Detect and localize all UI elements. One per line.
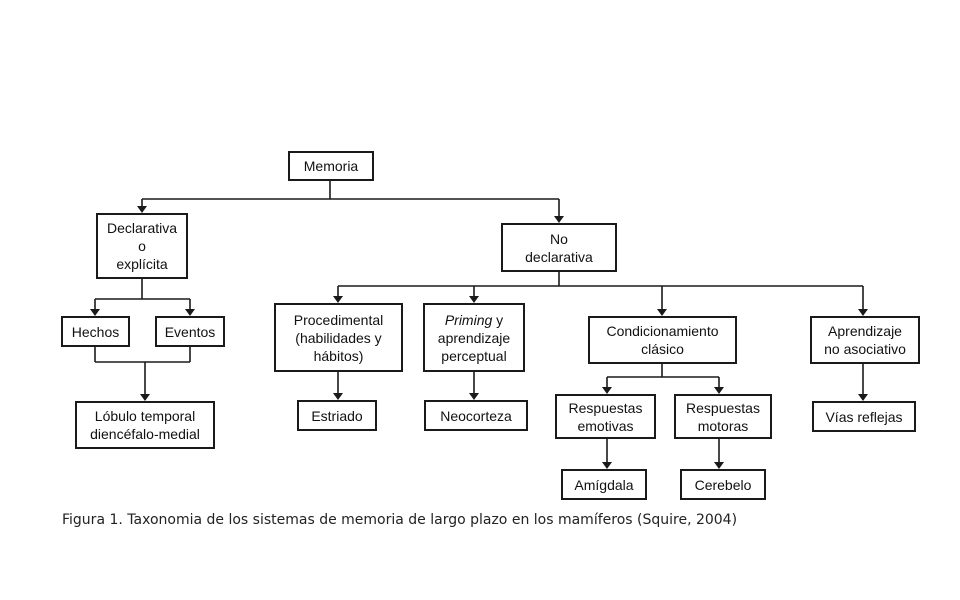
node-neocorteza: Neocorteza bbox=[424, 400, 528, 431]
node-lobulo-line-2: diencéfalo-medial bbox=[90, 426, 200, 442]
node-estriado-label: Estriado bbox=[311, 407, 363, 424]
node-memoria: Memoria bbox=[288, 151, 374, 181]
node-declarativa-line-2: o bbox=[138, 238, 146, 254]
node-procedimental-line-2: (habilidades y bbox=[295, 329, 382, 346]
node-priming: Priming y aprendizaje perceptual bbox=[423, 303, 525, 372]
node-emotivas-line-1: Respuestas bbox=[568, 399, 643, 416]
node-priming-italic: Priming bbox=[444, 311, 493, 328]
node-priming-rest: y bbox=[492, 311, 504, 328]
node-hechos: Hechos bbox=[61, 316, 130, 347]
node-vias-reflejas: Vías reflejas bbox=[812, 401, 916, 432]
node-no-declarativa-line-2: declarativa bbox=[525, 248, 593, 265]
node-declarativa-line-1: Declarativa bbox=[106, 220, 178, 236]
node-respuestas-emotivas: Respuestas emotivas bbox=[555, 394, 656, 439]
node-memoria-label: Memoria bbox=[303, 158, 359, 174]
node-eventos: Eventos bbox=[155, 316, 225, 347]
node-aprendizaje-no-asociativo: Aprendizaje no asociativo bbox=[810, 316, 920, 364]
node-priming-line-3: perceptual bbox=[441, 347, 507, 364]
node-procedimental: Procedimental (habilidades y hábitos) bbox=[274, 303, 403, 372]
node-declarativa: Declarativa o explícita bbox=[96, 213, 188, 279]
node-motoras-line-2: motoras bbox=[697, 417, 749, 434]
node-condicionamiento-line-1: Condicionamiento bbox=[606, 323, 719, 339]
node-aprendizaje-line-2: no asociativo bbox=[824, 341, 906, 357]
node-priming-line-1: Priming y bbox=[445, 311, 503, 329]
node-hechos-label: Hechos bbox=[71, 323, 120, 340]
node-no-declarativa-line-1: No bbox=[550, 230, 568, 247]
node-vias-reflejas-label: Vías reflejas bbox=[825, 408, 903, 425]
node-neocorteza-label: Neocorteza bbox=[440, 407, 512, 424]
node-lobulo-line-1: Lóbulo temporal bbox=[94, 408, 196, 424]
node-eventos-label: Eventos bbox=[164, 323, 216, 340]
node-cerebelo: Cerebelo bbox=[680, 469, 766, 500]
node-no-declarativa: No declarativa bbox=[501, 223, 617, 272]
node-aprendizaje-line-1: Aprendizaje bbox=[828, 323, 902, 339]
node-procedimental-line-3: hábitos) bbox=[313, 347, 364, 364]
node-emotivas-line-2: emotivas bbox=[577, 417, 634, 434]
node-estriado: Estriado bbox=[297, 400, 377, 431]
node-amigdala-label: Amígdala bbox=[574, 476, 634, 493]
node-procedimental-line-1: Procedimental bbox=[293, 311, 384, 328]
node-cerebelo-label: Cerebelo bbox=[694, 476, 752, 493]
node-declarativa-line-3: explícita bbox=[116, 256, 168, 272]
node-amigdala: Amígdala bbox=[561, 469, 647, 500]
node-condicionamiento-line-2: clásico bbox=[641, 341, 684, 357]
figure-caption: Figura 1. Taxonomia de los sistemas de m… bbox=[62, 512, 738, 528]
node-lobulo-temporal: Lóbulo temporal diencéfalo-medial bbox=[75, 401, 215, 449]
node-priming-line-2: aprendizaje bbox=[437, 329, 511, 346]
node-condicionamiento: Condicionamiento clásico bbox=[588, 316, 737, 364]
node-respuestas-motoras: Respuestas motoras bbox=[674, 394, 772, 439]
node-motoras-line-1: Respuestas bbox=[686, 399, 760, 416]
